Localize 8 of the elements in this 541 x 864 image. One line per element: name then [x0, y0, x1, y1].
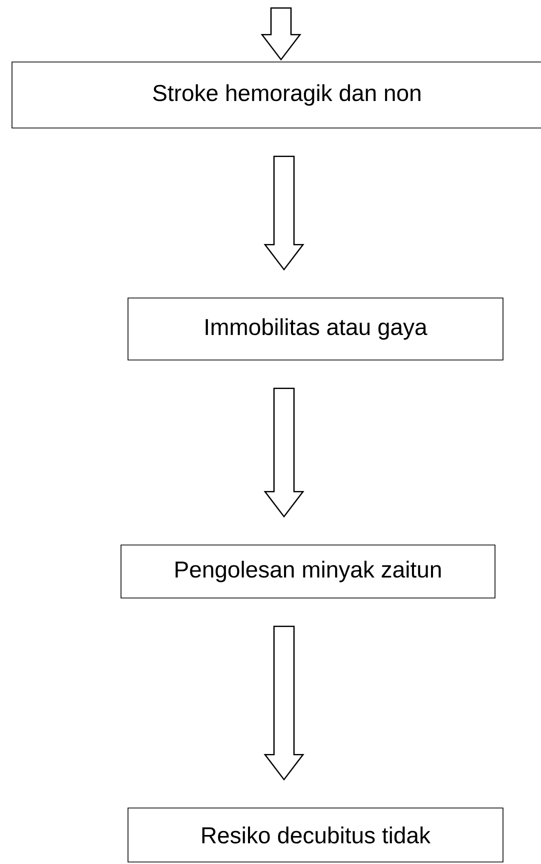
process-box: Resiko decubitus tidak [128, 808, 504, 862]
process-box: Stroke hemoragik dan non [12, 62, 541, 128]
arrow [260, 7, 302, 61]
process-box: Immobilitas atau gaya [128, 298, 504, 360]
arrow [264, 626, 304, 781]
process-box: Pengolesan minyak zaitun [120, 544, 496, 598]
arrow [264, 388, 304, 518]
arrow [264, 156, 304, 271]
